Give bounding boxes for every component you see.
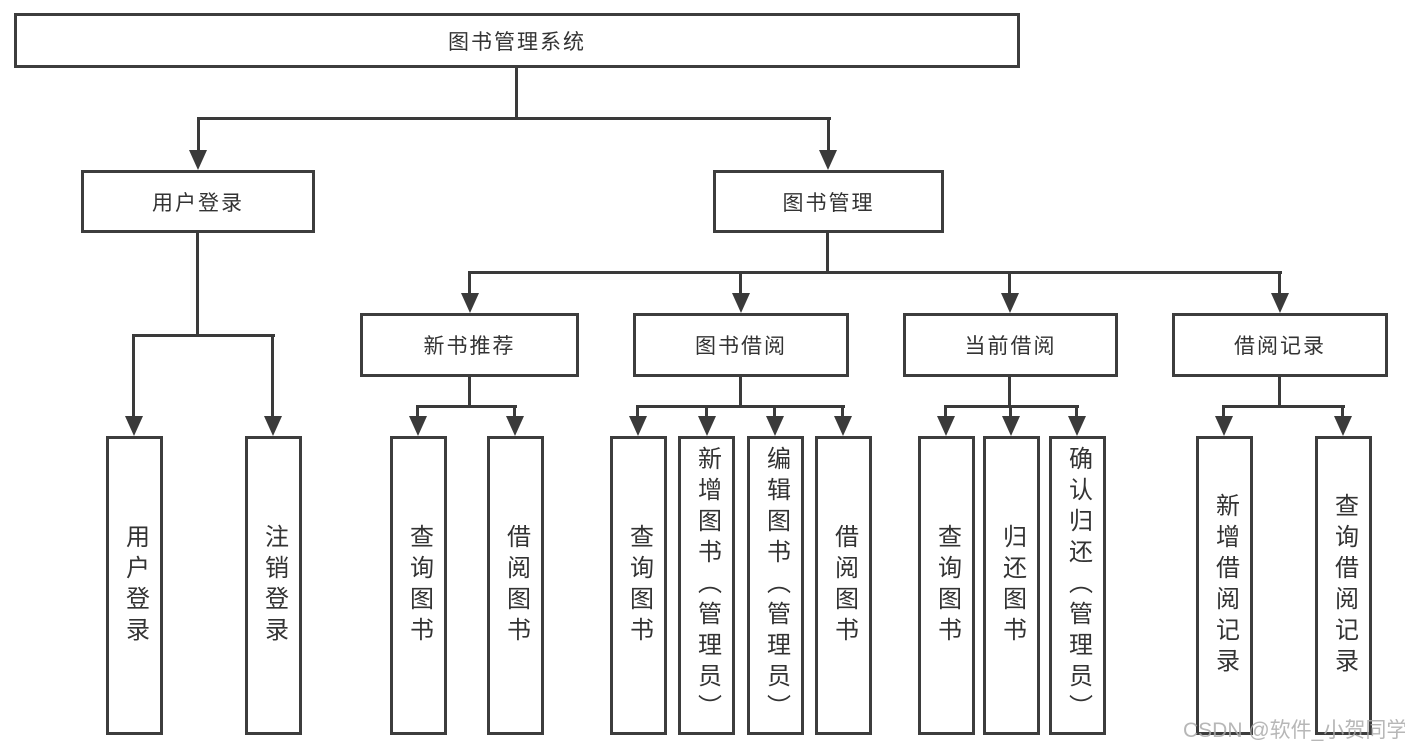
arrowhead-leaf-user-login (125, 416, 143, 436)
connector-root-bar (197, 117, 831, 120)
arrowhead-borrow-books-1 (506, 416, 524, 436)
leaf-label: 借阅图书 (830, 523, 858, 648)
leaf-label: 查询借阅记录 (1330, 492, 1358, 679)
arrowhead-leaf-logout (264, 416, 282, 436)
connector-drop-leaf-logout (271, 334, 274, 418)
node-user-login: 用户登录 (81, 170, 315, 233)
connector-book-borrow-stem (739, 377, 742, 408)
connector-drop (705, 405, 708, 419)
connector-drop (416, 405, 419, 419)
node-label: 当前借阅 (964, 335, 1057, 358)
leaf-label: 查询图书 (933, 523, 961, 648)
arrowhead-book-borrow (732, 293, 750, 313)
arrowhead-book-management (819, 150, 837, 170)
arrowhead-add-borrow-record (1215, 416, 1233, 436)
arrowhead-borrow-records (1271, 293, 1289, 313)
node-new-book-recommend: 新书推荐 (360, 313, 579, 377)
leaf-label: 查询图书 (405, 523, 433, 648)
leaf-logout: 注销登录 (245, 436, 302, 735)
leaf-label: 新增图书（管理员） (693, 446, 721, 725)
leaf-label: 编辑图书（管理员） (762, 446, 790, 725)
connector-drop-user-login (197, 117, 200, 152)
leaf-borrow-books-1: 借阅图书 (487, 436, 544, 735)
node-book-borrow: 图书借阅 (633, 313, 849, 377)
connector-drop (841, 405, 844, 419)
connector-user-login-stem (196, 233, 199, 337)
leaf-user-login: 用户登录 (106, 436, 163, 735)
connector-drop (944, 405, 947, 419)
connector-book-management-stem (826, 233, 829, 274)
connector-drop (1009, 405, 1012, 419)
leaf-edit-books-admin: 编辑图书（管理员） (747, 436, 804, 735)
connector-book-borrow-bar (636, 405, 845, 408)
arrowhead-confirm-return-admin (1068, 416, 1086, 436)
leaf-query-books-2: 查询图书 (610, 436, 667, 735)
connector-user-login-bar (132, 334, 275, 337)
connector-new-book-recommend-bar (416, 405, 517, 408)
arrowhead-return-books (1002, 416, 1020, 436)
leaf-add-borrow-record: 新增借阅记录 (1196, 436, 1253, 735)
leaf-label: 用户登录 (121, 523, 149, 648)
connector-drop-leaf-user-login (132, 334, 135, 418)
connector-borrow-records-bar (1222, 405, 1345, 408)
arrowhead-new-book-recommend (461, 293, 479, 313)
leaf-borrow-books-2: 借阅图书 (815, 436, 872, 735)
leaf-return-books: 归还图书 (983, 436, 1040, 735)
arrowhead-query-books-2 (629, 416, 647, 436)
arrowhead-current-borrow (1001, 293, 1019, 313)
node-root-library-management-system: 图书管理系统 (14, 13, 1020, 68)
connector-drop-book-borrow (739, 271, 742, 296)
leaf-label: 注销登录 (260, 523, 288, 648)
node-book-management: 图书管理 (713, 170, 944, 233)
arrowhead-query-books-1 (409, 416, 427, 436)
arrowhead-query-borrow-record (1334, 416, 1352, 436)
connector-drop (773, 405, 776, 419)
connector-borrow-records-stem (1278, 377, 1281, 408)
arrowhead-edit-books-admin (766, 416, 784, 436)
leaf-label: 归还图书 (998, 523, 1026, 648)
leaf-label: 借阅图书 (502, 523, 530, 648)
connector-drop-current-borrow (1008, 271, 1011, 296)
connector-book-management-bar (468, 271, 1282, 274)
leaf-query-books-1: 查询图书 (390, 436, 447, 735)
connector-drop (513, 405, 516, 419)
node-label: 新书推荐 (423, 335, 516, 358)
connector-root-stem (515, 68, 518, 119)
leaf-label: 查询图书 (625, 523, 653, 648)
connector-current-borrow-stem (1008, 377, 1011, 408)
leaf-query-books-3: 查询图书 (918, 436, 975, 735)
connector-drop (1075, 405, 1078, 419)
node-label: 借阅记录 (1234, 335, 1326, 358)
leaf-label: 新增借阅记录 (1211, 492, 1239, 679)
node-label: 图书管理 (782, 191, 875, 215)
node-current-borrow: 当前借阅 (903, 313, 1118, 377)
connector-new-book-recommend-stem (468, 377, 471, 408)
node-borrow-records: 借阅记录 (1172, 313, 1388, 377)
connector-drop (636, 405, 639, 419)
node-label: 图书借阅 (695, 335, 787, 358)
arrowhead-query-books-3 (937, 416, 955, 436)
node-label: 图书管理系统 (448, 30, 586, 54)
arrowhead-user-login (189, 150, 207, 170)
arrowhead-borrow-books-2 (834, 416, 852, 436)
connector-drop (1341, 405, 1344, 419)
csdn-watermark: CSDN @软件_小贺同学 (1183, 719, 1405, 742)
connector-drop-new-book-recommend (468, 271, 471, 296)
connector-drop-book-management (827, 117, 830, 152)
leaf-add-books-admin: 新增图书（管理员） (678, 436, 735, 735)
leaf-confirm-return-admin: 确认归还（管理员） (1049, 436, 1106, 735)
connector-drop-borrow-records (1278, 271, 1281, 296)
leaf-query-borrow-record: 查询借阅记录 (1315, 436, 1372, 735)
arrowhead-add-books-admin (698, 416, 716, 436)
leaf-label: 确认归还（管理员） (1064, 446, 1092, 725)
node-label: 用户登录 (152, 191, 244, 215)
connector-drop (1222, 405, 1225, 419)
